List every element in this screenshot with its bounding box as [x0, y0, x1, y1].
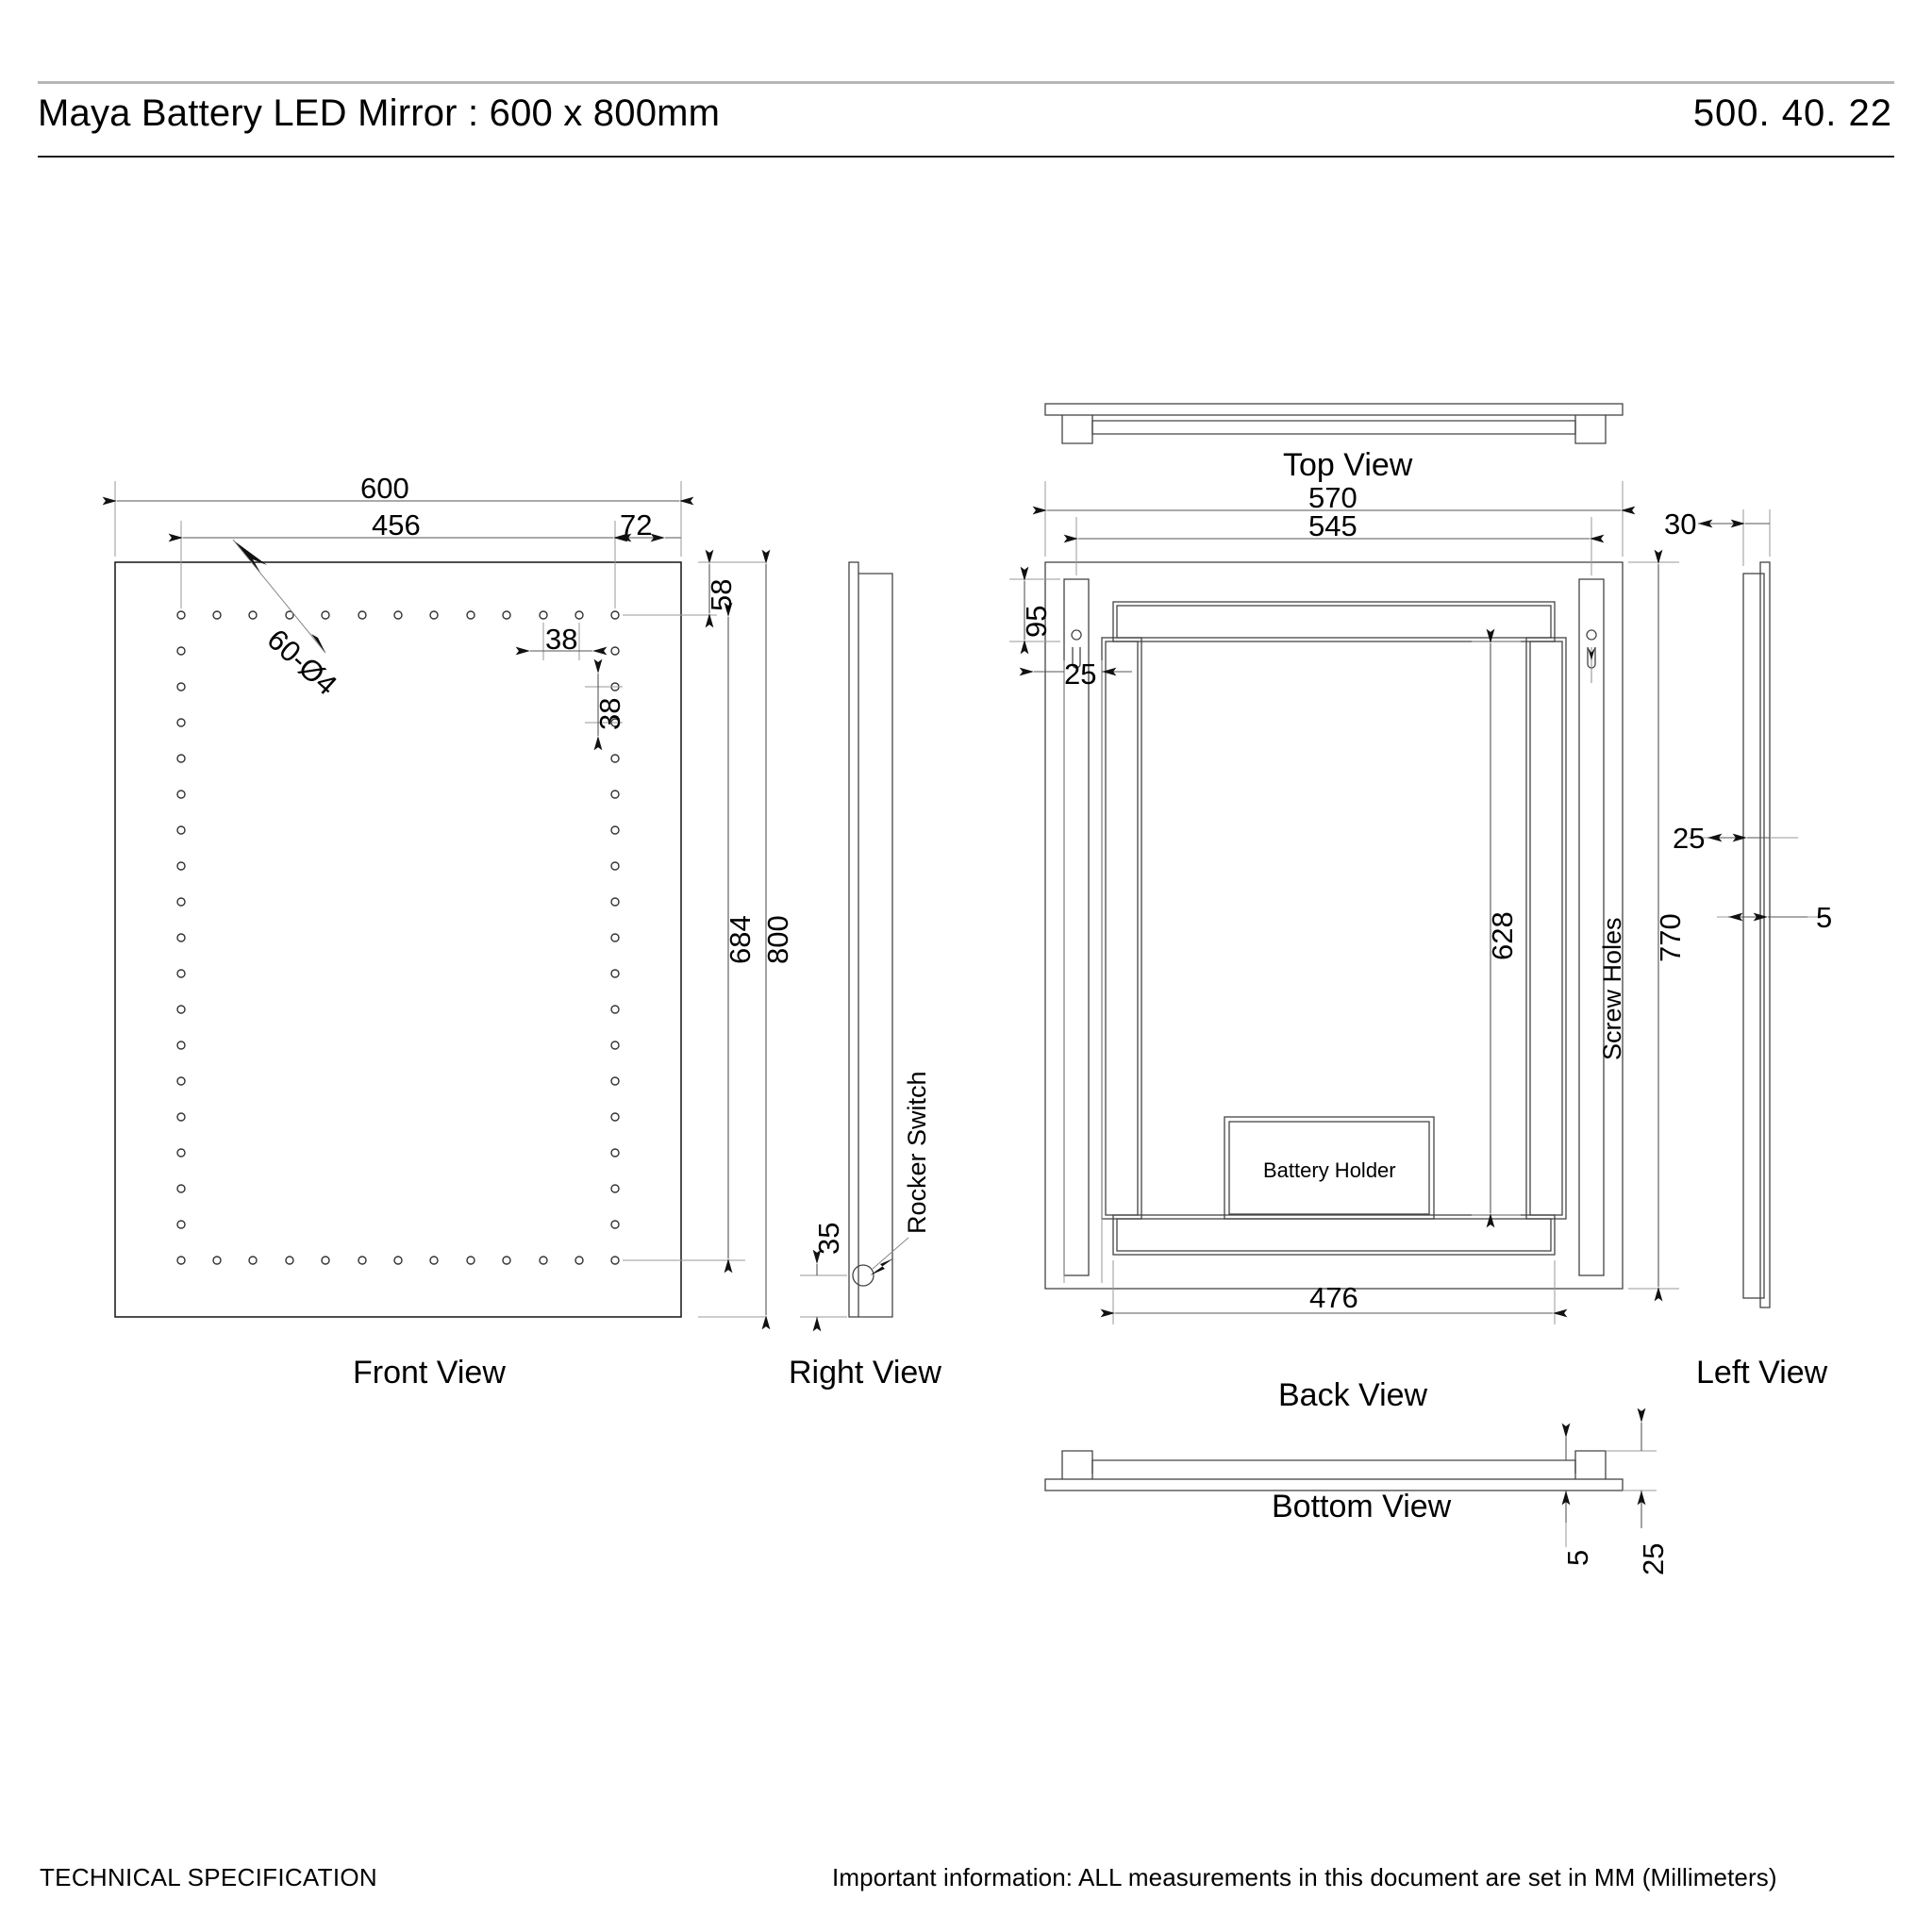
dim-front-pitch-v: 38 — [593, 697, 626, 730]
dim-left-bracket: 25 — [1673, 822, 1706, 855]
dim-back-height-overall: 770 — [1654, 913, 1687, 962]
dim-back-inner-height: 628 — [1486, 911, 1519, 960]
dim-front-width-overall: 600 — [360, 472, 409, 505]
dim-back-width-overall: 570 — [1308, 481, 1357, 514]
dim-back-width-inner: 476 — [1309, 1281, 1358, 1314]
document-code: 500. 40. 22 — [1692, 92, 1892, 134]
header-rule-bottom — [38, 156, 1894, 158]
bottom-view-outline — [1044, 1407, 1657, 1547]
dim-front-height-inner: 684 — [724, 915, 757, 964]
caption-bottom-view: Bottom View — [1272, 1489, 1452, 1524]
caption-top-view: Top View — [1283, 447, 1413, 483]
dim-left-depth: 30 — [1664, 508, 1697, 541]
back-view-dimensions — [1009, 481, 1636, 1324]
dim-bottom-bracket: 25 — [1637, 1542, 1670, 1575]
rocker-switch-label: Rocker Switch — [903, 1071, 931, 1234]
caption-left-view: Left View — [1696, 1355, 1828, 1391]
dim-back-width-brackets: 545 — [1308, 509, 1357, 542]
dim-front-top-offset: 58 — [705, 578, 738, 611]
dim-bottom-thickness: 5 — [1561, 1549, 1594, 1566]
footer-left-text: TECHNICAL SPECIFICATION — [40, 1863, 377, 1891]
dim-front-pitch-h: 38 — [545, 623, 578, 656]
caption-right-view: Right View — [789, 1355, 941, 1391]
dim-back-bracket-width: 25 — [1064, 658, 1097, 691]
right-view-outline — [800, 561, 909, 1332]
back-view-outline — [1044, 561, 1624, 1290]
dim-right-switch-offset: 35 — [812, 1222, 845, 1255]
dim-front-width-inner: 456 — [372, 508, 421, 541]
footer-right-text: Important information: ALL measurements … — [832, 1863, 1777, 1891]
dim-front-width-edge: 72 — [620, 508, 653, 541]
dim-back-bracket-top: 95 — [1020, 605, 1053, 638]
front-view-outline — [114, 561, 682, 1318]
header-rule-top — [38, 81, 1894, 84]
dim-left-thickness: 5 — [1816, 901, 1833, 934]
page-title: Maya Battery LED Mirror : 600 x 800mm — [38, 92, 721, 134]
caption-back-view: Back View — [1278, 1377, 1428, 1413]
front-view-led-dots — [176, 610, 620, 1265]
screw-holes-label: Screw Holes — [1598, 917, 1626, 1060]
front-view-dimensions — [102, 481, 771, 1330]
top-view-outline — [1044, 403, 1624, 444]
left-view-outline — [1628, 509, 1826, 1308]
battery-holder-label: Battery Holder — [1263, 1158, 1396, 1182]
caption-front-view: Front View — [353, 1355, 506, 1391]
dim-front-height-overall: 800 — [761, 915, 794, 964]
